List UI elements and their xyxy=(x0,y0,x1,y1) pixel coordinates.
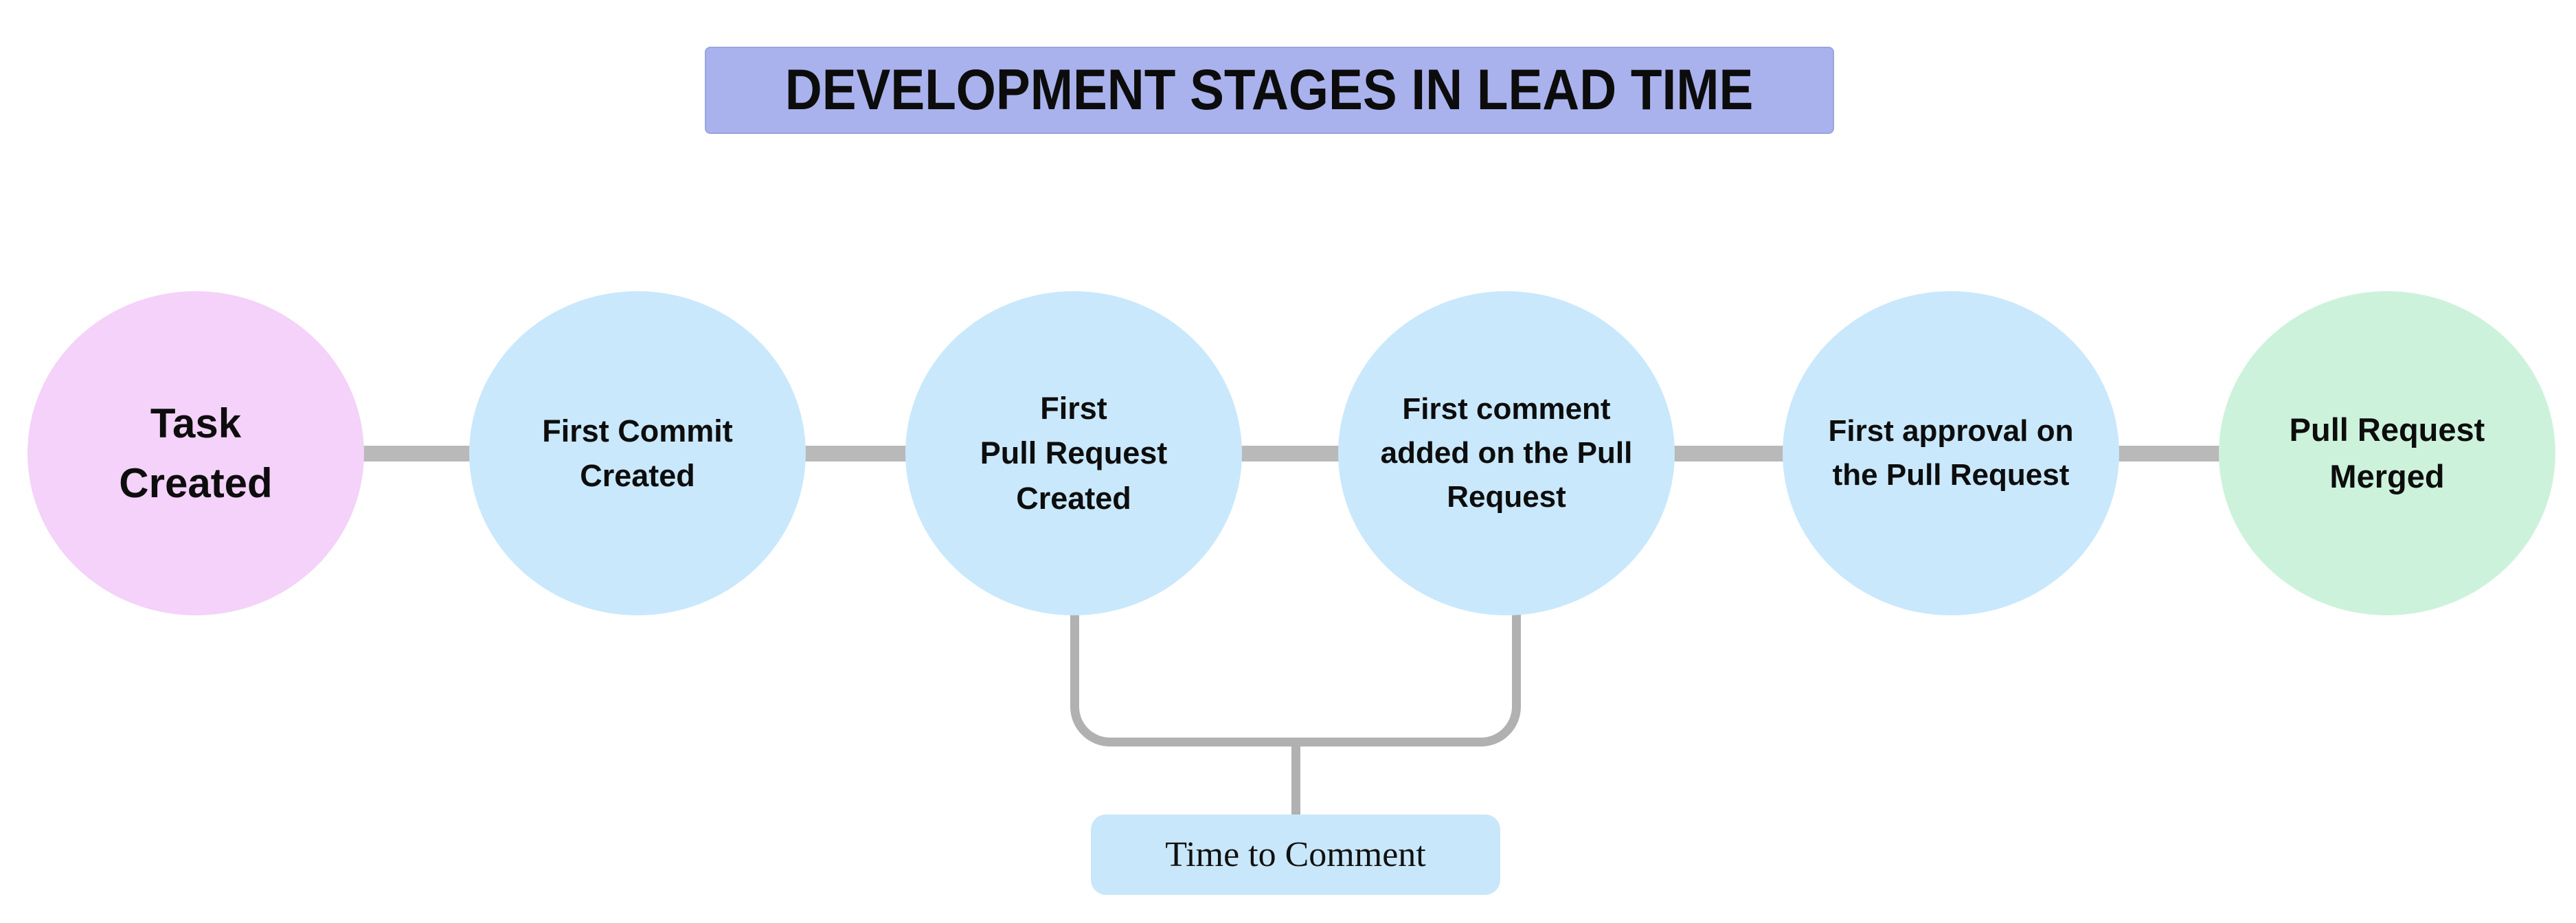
stage-circle-first-commit-created: First Commit Created xyxy=(469,291,806,615)
stage-label: Pull Request Merged xyxy=(2289,411,2485,494)
diagram-title-box: DEVELOPMENT STAGES IN LEAD TIME xyxy=(705,47,1834,134)
stage-label: First Commit Created xyxy=(542,413,733,493)
time-to-comment-label: Time to Comment xyxy=(1091,814,1500,895)
stage-circle-first-pull-request-created: First Pull Request Created xyxy=(905,291,1242,615)
stage-label: First comment added on the Pull Request xyxy=(1380,392,1633,514)
time-to-comment-text: Time to Comment xyxy=(1165,835,1426,874)
diagram-title: DEVELOPMENT STAGES IN LEAD TIME xyxy=(785,58,1754,122)
stage-label: Task Created xyxy=(119,400,273,506)
stage-circle-task-created: Task Created xyxy=(27,291,364,615)
stage-circle-first-comment-added: First comment added on the Pull Request xyxy=(1338,291,1675,615)
stage-label: First approval on the Pull Request xyxy=(1828,414,2074,492)
stage-label: First Pull Request Created xyxy=(980,391,1168,516)
time-to-comment-bracket-stem xyxy=(1291,747,1300,816)
time-to-comment-bracket xyxy=(1070,613,1521,747)
stage-circle-pull-request-merged: Pull Request Merged xyxy=(2219,291,2555,615)
stage-circle-first-approval: First approval on the Pull Request xyxy=(1783,291,2119,615)
